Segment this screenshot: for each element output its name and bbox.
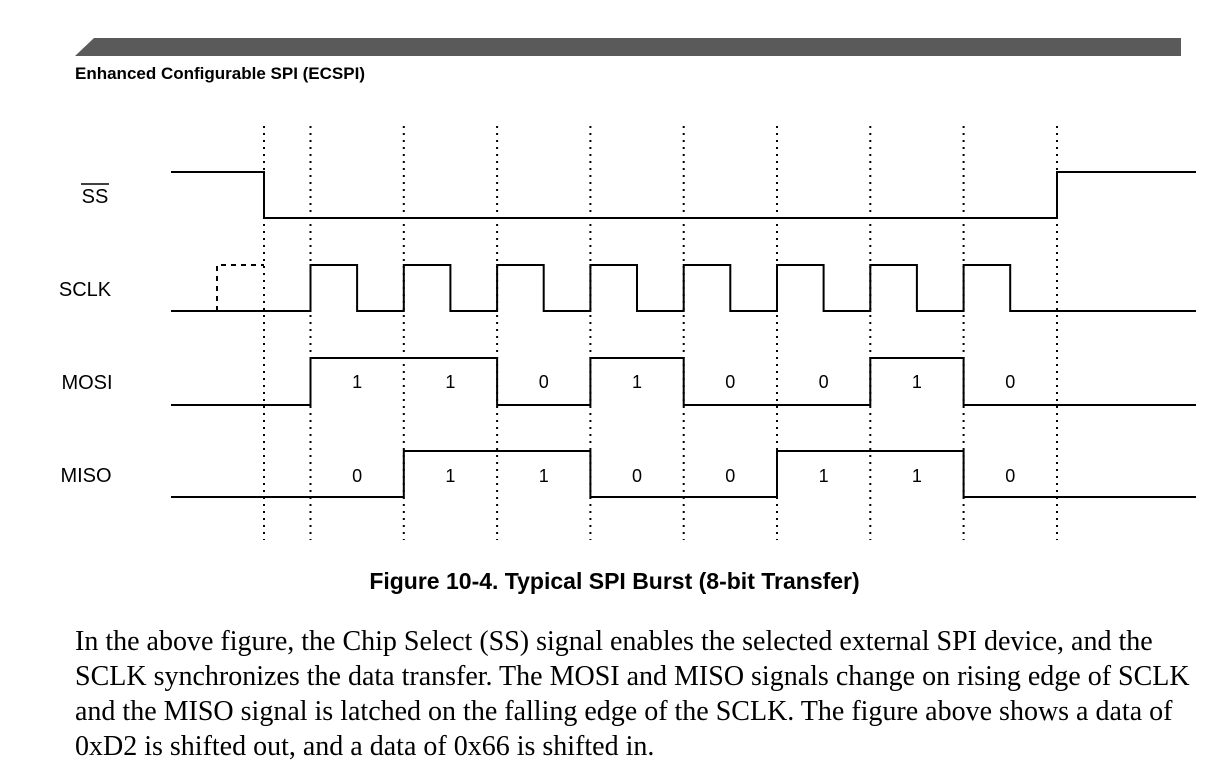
miso-bit-label: 1 xyxy=(819,466,829,486)
figure-caption: Figure 10-4. Typical SPI Burst (8-bit Tr… xyxy=(369,568,860,594)
mosi-bit-label: 0 xyxy=(819,372,829,392)
mosi-bit-label: 1 xyxy=(352,372,362,392)
miso-bit-label: 0 xyxy=(1005,466,1015,486)
sclk-optional-pulse xyxy=(216,264,264,311)
signal-label-sclk: SCLK xyxy=(59,279,112,301)
bit-labels: 1 1 0 1 0 0 1 0 0 1 1 0 0 1 1 0 xyxy=(352,372,1015,486)
miso-bit-label: 0 xyxy=(632,466,642,486)
miso-waveform xyxy=(171,450,1196,498)
miso-bit-label: 1 xyxy=(912,466,922,486)
timing-diagram: SS SCLK MOSI MISO 1 1 0 1 0 0 1 0 0 1 1 0 0 1 1 0 xyxy=(59,126,1196,540)
mosi-bit-label: 0 xyxy=(725,372,735,392)
signal-labels: SS SCLK MOSI MISO xyxy=(59,183,113,487)
mosi-bit-label: 1 xyxy=(912,372,922,392)
header-bar xyxy=(75,38,1181,56)
signal-label-miso: MISO xyxy=(60,465,111,487)
body-paragraph: In the above figure, the Chip Select (SS… xyxy=(75,626,1190,762)
miso-bit-label: 0 xyxy=(725,466,735,486)
section-title: Enhanced Configurable SPI (ECSPI) xyxy=(75,64,365,83)
signal-label-ss: SS xyxy=(82,186,109,208)
mosi-bit-label: 1 xyxy=(445,372,455,392)
mosi-waveform xyxy=(171,357,1196,406)
mosi-bit-label: 1 xyxy=(632,372,642,392)
signal-label-mosi: MOSI xyxy=(61,372,112,394)
mosi-bit-label: 0 xyxy=(539,372,549,392)
miso-bit-label: 1 xyxy=(445,466,455,486)
sclk-waveform xyxy=(171,264,1196,312)
waveforms xyxy=(171,171,1196,498)
timing-guides xyxy=(263,126,1058,540)
mosi-bit-label: 0 xyxy=(1005,372,1015,392)
miso-bit-label: 0 xyxy=(352,466,362,486)
miso-bit-label: 1 xyxy=(539,466,549,486)
ss-waveform xyxy=(171,171,1196,219)
